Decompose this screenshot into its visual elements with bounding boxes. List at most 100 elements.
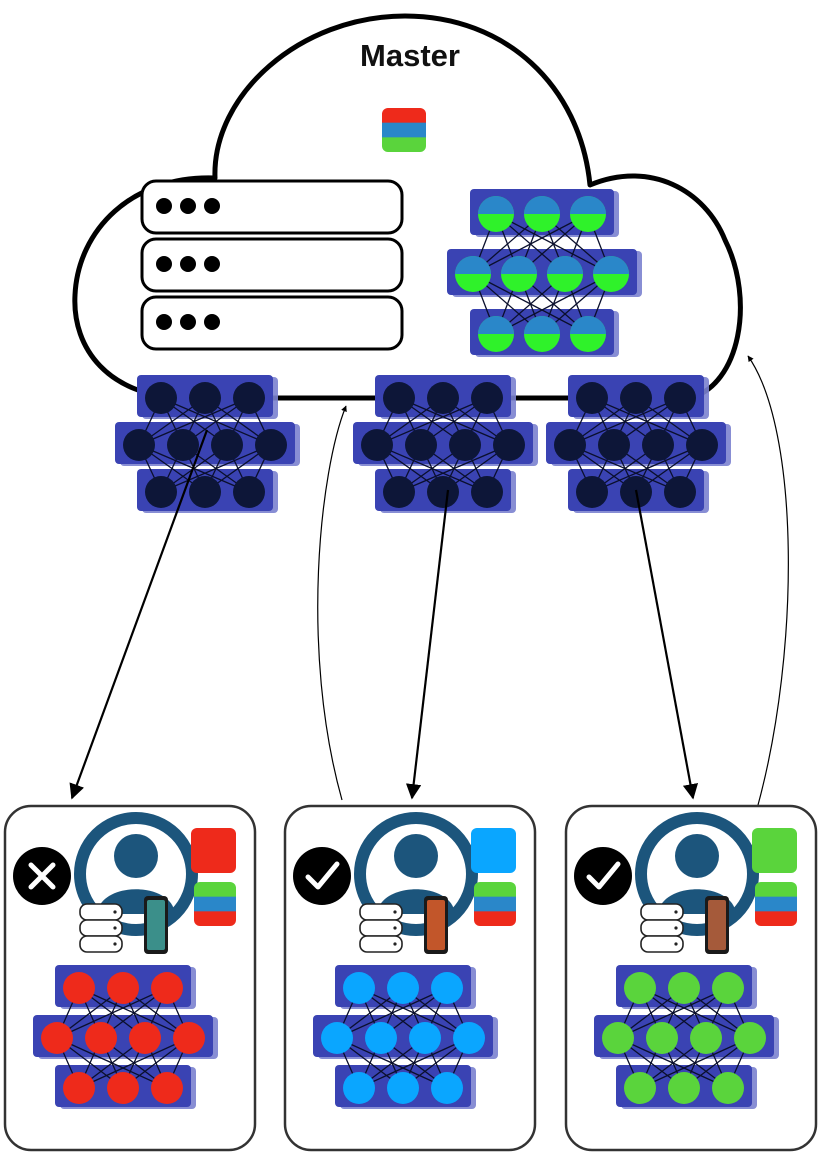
network-node (620, 382, 652, 414)
network-node (554, 429, 586, 461)
network-node (107, 1072, 139, 1104)
network-edge (56, 987, 168, 1039)
avatar-ring (74, 812, 198, 936)
communication-arrows (69, 355, 789, 806)
network-node (409, 1022, 441, 1054)
arrow-model-to-client-1 (69, 429, 209, 800)
network-node (570, 196, 606, 232)
network-node (427, 476, 459, 508)
x-stroke (28, 862, 56, 890)
client-1 (3, 804, 257, 1152)
network-node (255, 429, 287, 461)
data-mix-icon (194, 882, 236, 926)
network-node (524, 316, 560, 352)
db-led (113, 910, 117, 914)
db-led (393, 926, 397, 930)
queue-dot (204, 256, 220, 272)
network-node (547, 256, 583, 292)
network-edge (138, 397, 250, 446)
mix-band (474, 896, 516, 912)
avatar-head (394, 834, 438, 878)
network-node (365, 1022, 397, 1054)
queue-item (140, 237, 404, 293)
arrow-model-to-client-3 (634, 489, 699, 800)
mix-band (382, 122, 426, 138)
network-edge (78, 1037, 190, 1089)
x-mark-icon (13, 847, 71, 905)
db-disk (359, 935, 403, 953)
node-top (547, 256, 583, 274)
phone-screen (708, 900, 726, 950)
queue-dot (180, 314, 196, 330)
network-node (668, 1072, 700, 1104)
network-edge (398, 444, 510, 493)
network-edge (358, 1037, 470, 1089)
node-top (455, 256, 491, 274)
network-node (493, 429, 525, 461)
network-node (471, 382, 503, 414)
local-data-color-badge (471, 828, 516, 873)
network-node (383, 476, 415, 508)
db-led (674, 926, 678, 930)
db-led (674, 942, 678, 946)
layer-bar (594, 1015, 774, 1057)
model-copy (546, 375, 731, 513)
network-edge (569, 397, 681, 446)
local-data-color-badge (191, 828, 236, 873)
client-2 (283, 804, 537, 1152)
data-mix-icon (755, 882, 797, 926)
network-node (387, 972, 419, 1004)
network-node (593, 256, 629, 292)
network-node (145, 476, 177, 508)
network-node (524, 196, 560, 232)
network-node (576, 476, 608, 508)
local-model-network (313, 965, 498, 1109)
network-node (387, 1072, 419, 1104)
network-node (41, 1022, 73, 1054)
avatar-ring (635, 812, 759, 936)
network-node (63, 1072, 95, 1104)
network-node (686, 429, 718, 461)
network-node (712, 972, 744, 1004)
node-top (570, 316, 606, 334)
network-node (664, 382, 696, 414)
network-node (85, 1022, 117, 1054)
clients (3, 804, 818, 1152)
network-node (712, 1072, 744, 1104)
network-node (690, 1022, 722, 1054)
avatar-ring (354, 812, 478, 936)
mix-band (194, 896, 236, 912)
mix-band (194, 882, 236, 898)
node-top (478, 196, 514, 214)
node-top (570, 196, 606, 214)
local-model-network (594, 965, 779, 1109)
node-top (524, 196, 560, 214)
mix-band (755, 896, 797, 912)
local-data-color-badge (752, 828, 797, 873)
phone-note-icon (705, 896, 729, 954)
master-cloud: Master (72, 13, 743, 401)
network-node (431, 1072, 463, 1104)
arrow-model-to-client-2 (405, 489, 450, 800)
local-model-network (33, 965, 218, 1109)
network-node (321, 1022, 353, 1054)
global-model-network (447, 189, 642, 357)
network-node (343, 972, 375, 1004)
db-led (113, 942, 117, 946)
network-node (233, 476, 265, 508)
avatar-head (114, 834, 158, 878)
network-edge (639, 1037, 751, 1089)
network-node (471, 476, 503, 508)
network-node (123, 429, 155, 461)
network-node (478, 196, 514, 232)
mix-band (194, 911, 236, 926)
network-node (478, 316, 514, 352)
network-node (343, 1072, 375, 1104)
network-node (63, 972, 95, 1004)
distributed-models (115, 375, 731, 513)
network-edge (336, 987, 448, 1039)
network-node (167, 429, 199, 461)
network-edge (160, 444, 272, 493)
status-circle (574, 847, 632, 905)
